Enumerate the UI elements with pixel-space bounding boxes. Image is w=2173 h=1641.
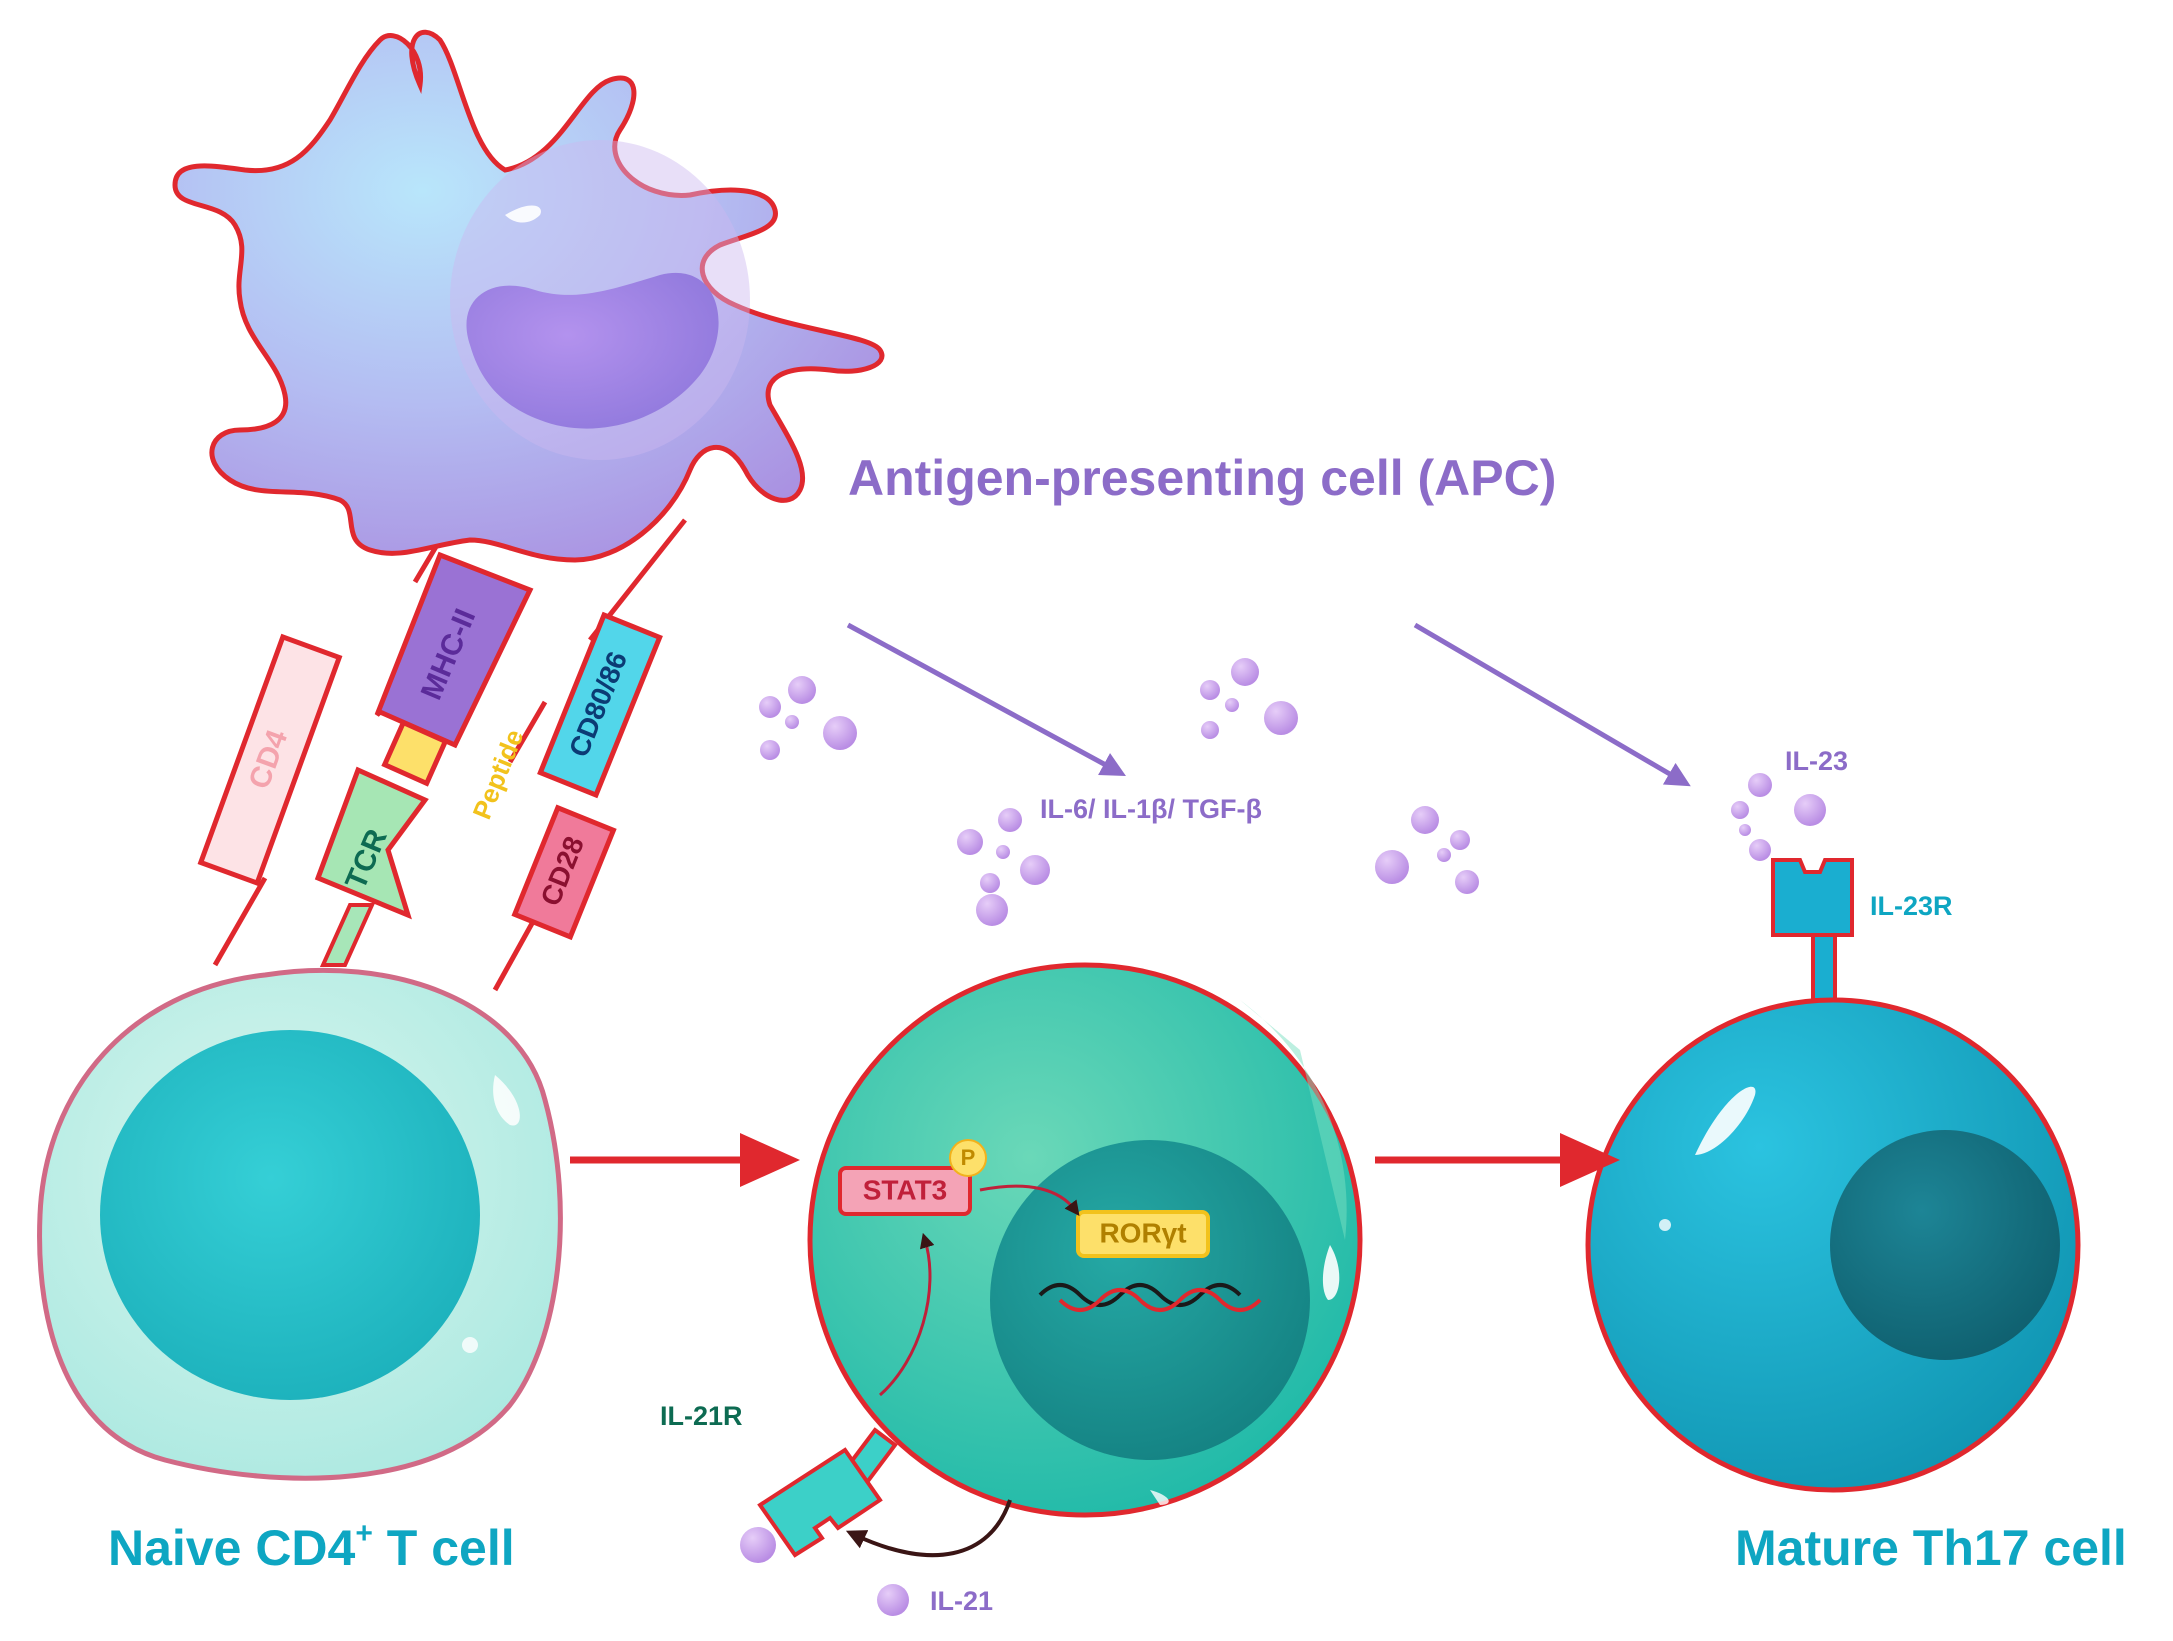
cytokine-cluster-center-top xyxy=(1200,658,1298,739)
phospho-badge xyxy=(949,1139,987,1177)
differentiating-nucleus xyxy=(990,1140,1310,1460)
il23r-stalk xyxy=(1811,928,1837,1002)
stat3-to-rorgt-arrow xyxy=(979,1184,1080,1216)
stat3-label: STAT3 xyxy=(863,1174,948,1205)
mature-nucleus xyxy=(1830,1130,2060,1360)
il23-cluster xyxy=(1731,773,1826,861)
il23r-receptor xyxy=(1771,858,1854,937)
cd80-86-receptor: CD80/86 xyxy=(537,611,663,799)
naive-cell-label: Naive CD4+ T cell xyxy=(108,1517,515,1576)
il21r-to-stat3-arrow xyxy=(879,1232,935,1397)
differentiating-cell: STAT3 P RORγt xyxy=(807,962,1363,1518)
rorgt-box xyxy=(1076,1210,1210,1258)
apc-to-cytokines-arrow xyxy=(846,622,1126,776)
il21-bubble xyxy=(877,1584,909,1616)
cytokine-cluster-bottom-left xyxy=(957,808,1050,926)
peptide-label: Peptide xyxy=(467,725,530,823)
tcr-receptor: TCR xyxy=(314,766,429,920)
apc-cell xyxy=(172,29,885,563)
naive-cell-prefix: Naive CD4 xyxy=(108,1520,356,1576)
stat3-box xyxy=(838,1166,972,1216)
apc-label: Antigen-presenting cell (APC) xyxy=(848,450,1556,506)
cd28-receptor: CD28 xyxy=(511,804,617,941)
apc-nucleus xyxy=(466,272,719,429)
progression-arrow-1 xyxy=(570,1133,800,1187)
naive-t-cell xyxy=(37,967,563,1481)
dna-strand-red xyxy=(1058,1288,1262,1312)
il21-bound-bubble xyxy=(740,1527,776,1563)
cd4-receptor: CD4 xyxy=(197,633,343,887)
naive-nucleus xyxy=(100,1030,480,1400)
naive-cell-suffix: T cell xyxy=(373,1520,515,1576)
il21-feedback-arrow xyxy=(845,1499,1012,1558)
mature-th17-cell xyxy=(1585,858,2081,1493)
cytokines-label: IL-6/ IL-1β/ TGF-β xyxy=(1040,794,1262,824)
tcr-stalk xyxy=(319,903,376,967)
cytokine-cluster-bottom-right xyxy=(1375,806,1479,894)
naive-cell-sup: + xyxy=(355,1517,373,1550)
il23-label: IL-23 xyxy=(1785,746,1848,776)
cytokine-cluster-left xyxy=(759,676,857,760)
mature-cell-label: Mature Th17 cell xyxy=(1735,1520,2127,1576)
il21r-label: IL-21R xyxy=(660,1401,743,1431)
mhc2-receptor: MHC-II xyxy=(374,551,534,749)
apc-to-il23-arrow xyxy=(1413,622,1691,787)
rorgt-label: RORγt xyxy=(1099,1217,1186,1248)
il21r-receptor xyxy=(757,1427,898,1558)
il23r-label: IL-23R xyxy=(1870,891,1953,921)
il21-label: IL-21 xyxy=(930,1586,993,1616)
progression-arrow-2 xyxy=(1375,1133,1620,1187)
phospho-label: P xyxy=(961,1145,976,1170)
